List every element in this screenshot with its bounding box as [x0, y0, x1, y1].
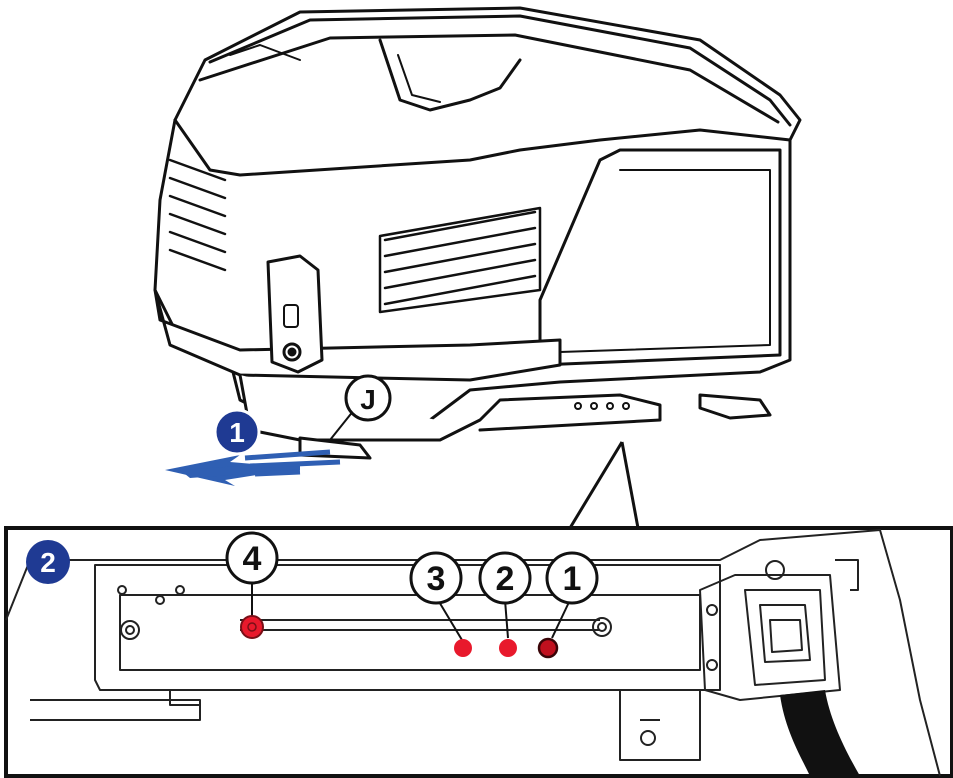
- position-4-callout: 4: [225, 531, 279, 639]
- step-2-label: 2: [40, 547, 56, 578]
- side-panel-inner: [559, 169, 771, 353]
- position-2-marker: [499, 639, 517, 657]
- zoom-connector: [568, 441, 640, 529]
- pull-arrow-icon: [165, 449, 341, 486]
- step-2-badge: 2: [26, 540, 70, 584]
- step-1-label: 1: [229, 417, 245, 448]
- rail-plate: [94, 564, 721, 691]
- position-1-label: 1: [563, 560, 582, 598]
- position-2-label: 2: [496, 560, 515, 598]
- front-face-edge: [173, 118, 792, 177]
- lid-handle: [378, 38, 522, 112]
- mount-hole-left: [120, 620, 140, 640]
- clamp-housing: [699, 574, 841, 701]
- detail-inset: 2 4 3 2 1: [4, 526, 953, 778]
- left-vent: [168, 158, 227, 272]
- clamp-inner: [744, 589, 826, 686]
- callout-j-label: J: [360, 384, 376, 415]
- clamp-latch: [759, 604, 811, 663]
- position-2-callout: 2: [478, 551, 532, 657]
- position-3-marker: [454, 639, 472, 657]
- lower-bumper: [153, 288, 562, 382]
- position-1-callout: 1: [537, 551, 599, 659]
- position-1-marker: [537, 637, 559, 659]
- lower-bracket: [30, 690, 201, 721]
- unit-illustration: [153, 6, 802, 460]
- unit-lid: [198, 14, 792, 127]
- cable: [780, 690, 860, 776]
- callout-j: J: [329, 374, 392, 441]
- position-4-label: 4: [243, 540, 262, 578]
- position-3-callout: 3: [409, 551, 472, 657]
- rail-slot: [240, 619, 600, 631]
- latch-assembly: [266, 254, 324, 374]
- position-4-marker: [240, 615, 264, 639]
- lid-handle-inner: [229, 44, 441, 103]
- side-panel: [538, 148, 782, 367]
- step-1-badge: 1: [213, 408, 261, 456]
- side-lever: [698, 393, 772, 420]
- shroud-outline: [5, 529, 941, 777]
- hook-arm: [835, 559, 859, 591]
- rail-holes: [574, 402, 630, 410]
- underside-frame: [238, 373, 662, 442]
- position-3-label: 3: [427, 560, 446, 598]
- right-vent: [378, 206, 542, 314]
- lower-frame: [619, 690, 701, 761]
- mount-hole-right: [592, 617, 612, 637]
